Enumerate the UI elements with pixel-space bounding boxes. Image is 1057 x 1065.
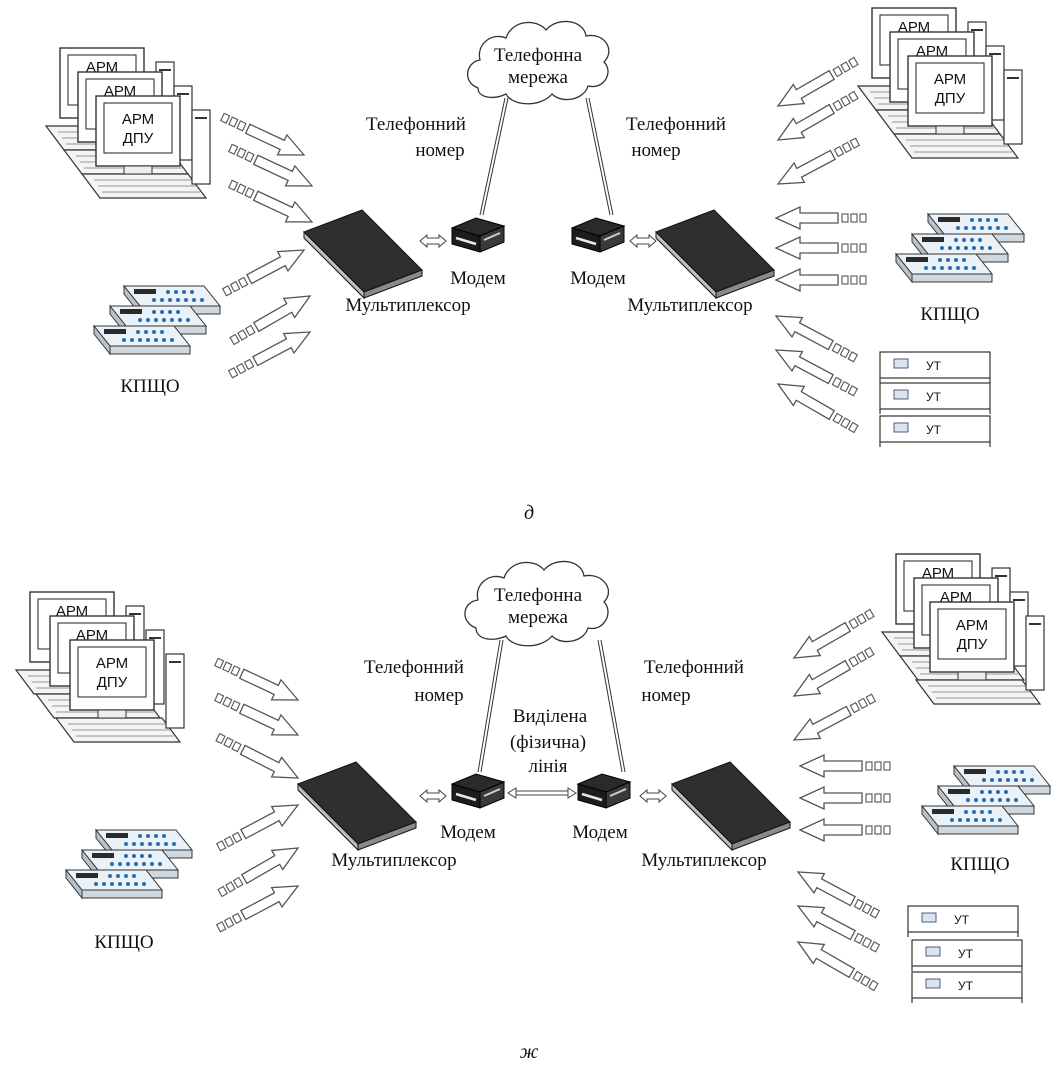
arrows-right-workstations — [771, 50, 864, 195]
multiplexer-left — [297, 761, 417, 851]
ut-label: УТ — [926, 390, 942, 404]
phone-number-left-line1: Телефонний — [366, 114, 466, 135]
double-arrow-right — [629, 234, 657, 248]
modem-right-label: Модем — [570, 268, 626, 289]
kpsho-label-right: КПЩО — [950, 854, 1009, 875]
phone-number-left-line2: номер — [414, 685, 463, 706]
workstations-left: АРМ АРМ АРМ ДПУ — [15, 591, 185, 743]
phone-number-right-line1: Телефонний — [626, 114, 726, 135]
multiplexer-right-label: Мультиплексор — [627, 295, 752, 316]
dedicated-line-label-line2: (фізична) — [510, 732, 586, 753]
arm-dpu-label-line1: АРМ — [956, 617, 988, 634]
arrows-left-workstations — [211, 651, 304, 789]
kpsho-devices-left — [93, 285, 221, 355]
phone-number-left-line2: номер — [415, 140, 464, 161]
multiplexer-right — [655, 209, 775, 299]
arrows-right-kpsho — [799, 754, 891, 842]
double-arrow-left — [419, 789, 447, 803]
phone-line-left — [479, 97, 509, 216]
phone-number-right-line1: Телефонний — [644, 657, 744, 678]
ut-terminals-top: УТ УТ УТ — [879, 351, 991, 448]
arm-dpu-label-line1: АРМ — [96, 655, 128, 672]
ut-label: УТ — [926, 359, 942, 373]
caption-bottom: ж — [520, 1041, 539, 1063]
multiplexer-right-label: Мультиплексор — [641, 850, 766, 871]
workstations-right: АРМ АРМ АРМ ДПУ — [857, 7, 1023, 159]
ut-label: УТ — [926, 423, 942, 437]
workstations-right: АРМ АРМ АРМ ДПУ — [881, 553, 1045, 705]
network-label-line2: мережа — [508, 607, 569, 628]
network-label-line1: Телефонна — [494, 45, 583, 66]
modem-left-label: Модем — [440, 822, 496, 843]
modem-right-label: Модем — [572, 822, 628, 843]
kpsho-label-right: КПЩО — [920, 304, 979, 325]
arm-dpu-label-line2: ДПУ — [957, 636, 988, 653]
kpsho-devices-right — [921, 765, 1051, 835]
network-label-line2: мережа — [508, 67, 569, 88]
caption-top: д — [524, 502, 534, 524]
modem-left — [450, 772, 506, 810]
arrows-left-kpsho — [212, 794, 305, 939]
kpsho-label-left: КПЩО — [120, 376, 179, 397]
multiplexer-left-label: Мультиплексор — [331, 850, 456, 871]
modem-right — [570, 216, 626, 254]
modem-left-label: Модем — [450, 268, 506, 289]
phone-number-left-line1: Телефонний — [364, 657, 464, 678]
phone-line-right — [585, 97, 614, 216]
arrows-right-ut — [770, 305, 863, 440]
modem-left — [450, 216, 506, 254]
diagram-top: Телефонна мережа Телефонний номер Телефо… — [45, 7, 1025, 524]
double-arrow-left — [419, 234, 447, 248]
double-arrow-right — [639, 789, 667, 803]
dedicated-line-label-line3: лінія — [529, 756, 568, 777]
phone-network-cloud — [467, 20, 610, 105]
dedicated-line — [507, 787, 577, 799]
ut-label: УТ — [958, 947, 974, 961]
phone-network-cloud — [464, 560, 610, 647]
ut-label: УТ — [954, 913, 970, 927]
multiplexer-left-label: Мультиплексор — [345, 295, 470, 316]
network-label-line1: Телефонна — [494, 585, 583, 606]
arrows-right-kpsho — [775, 206, 867, 292]
arm-dpu-label-line2: ДПУ — [123, 130, 154, 147]
kpsho-label-left: КПЩО — [94, 932, 153, 953]
arrows-left-workstations — [217, 106, 318, 233]
workstations-left: АРМ АРМ АРМ ДПУ — [45, 47, 211, 199]
kpsho-devices-right — [895, 213, 1025, 283]
arrows-left-kpsho — [218, 239, 317, 385]
phone-line-right — [597, 639, 626, 773]
phone-line-left — [477, 639, 504, 773]
diagram-bottom: Телефонна мережа Телефонний номер Телефо… — [15, 553, 1051, 1063]
phone-number-right-line2: номер — [631, 140, 680, 161]
multiplexer-right — [671, 761, 791, 851]
multiplexer-left — [303, 209, 423, 299]
arm-dpu-label-line2: ДПУ — [97, 674, 128, 691]
arm-dpu-label-line2: ДПУ — [935, 90, 966, 107]
modem-right — [576, 772, 632, 810]
dedicated-line-label-line1: Виділена — [513, 706, 588, 727]
arrows-right-ut — [791, 861, 884, 998]
kpsho-devices-left — [65, 829, 193, 899]
arm-dpu-label-line1: АРМ — [934, 71, 966, 88]
ut-label: УТ — [958, 979, 974, 993]
ut-terminals-bottom: УТ УТ УТ — [907, 905, 1023, 1004]
phone-number-right-line2: номер — [641, 685, 690, 706]
arm-dpu-label-line1: АРМ — [122, 111, 154, 128]
arrows-right-workstations — [787, 602, 880, 751]
